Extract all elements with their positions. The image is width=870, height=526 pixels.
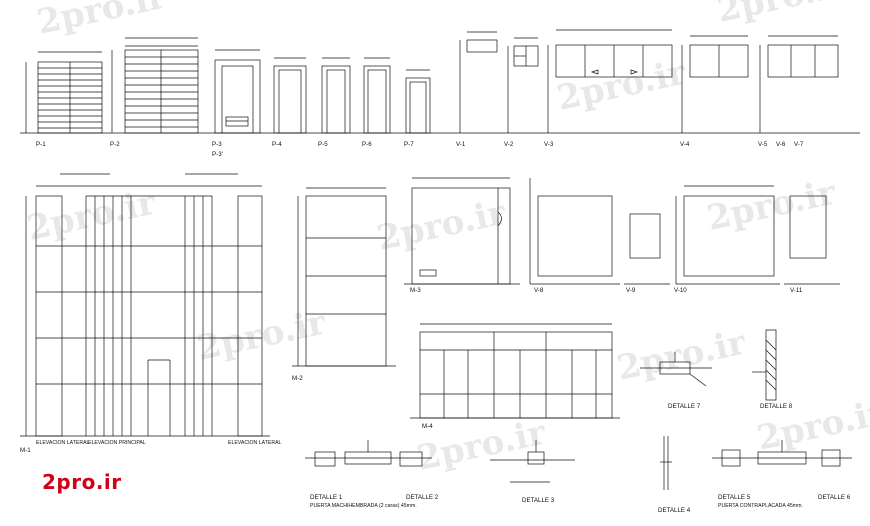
window-v11 — [784, 195, 840, 285]
door-p2 — [111, 37, 199, 134]
window-v1 — [459, 31, 498, 133]
window-v4 — [681, 35, 749, 133]
tag-v11: V-11 — [790, 287, 803, 294]
window-v5-v7 — [759, 35, 839, 133]
tag-v3: V-3 — [544, 141, 554, 148]
window-v2 — [507, 37, 539, 133]
door-p7 — [405, 69, 431, 134]
tag-p6: P-6 — [362, 141, 372, 148]
tag-v1: V-1 — [456, 141, 466, 148]
tag-v5: V-5 — [758, 141, 768, 148]
tag-v7: V-7 — [794, 141, 804, 148]
tag-v2: V-2 — [504, 141, 514, 148]
detail-labels: DETALLE 1 DETALLE 2 DETALLE 3 DETALLE 4 … — [310, 403, 851, 514]
caption-puerta-contraplacada: PUERTA CONTRAPLACADA 45mm. — [718, 503, 803, 509]
tag-v8: V-8 — [534, 287, 544, 294]
door-p1 — [25, 51, 103, 134]
label-detail-4: DETALLE 4 — [658, 507, 691, 514]
tag-m1: M-1 — [20, 447, 31, 454]
top-row-tags: P-1 P-2 P-3 P-3' P-4 P-5 P-6 P-7 V-1 V-2… — [36, 141, 804, 158]
label-elevation-principal: ELEVACION PRINCIPAL — [88, 440, 146, 446]
screen-m4 — [410, 323, 620, 419]
label-detail-1: DETALLE 1 — [310, 494, 343, 501]
window-v8 — [529, 178, 620, 285]
tag-p3: P-3 — [212, 141, 222, 148]
door-p6 — [363, 57, 391, 134]
label-detail-3: DETALLE 3 — [522, 497, 555, 504]
tag-v10: V-10 — [674, 287, 687, 294]
tag-v9: V-9 — [626, 287, 636, 294]
detail-7-drawing — [640, 352, 712, 387]
tag-m2: M-2 — [292, 375, 303, 382]
tag-p7: P-7 — [404, 141, 414, 148]
window-v9 — [624, 213, 670, 285]
tag-m4: M-4 — [422, 423, 433, 430]
door-p5 — [321, 57, 351, 134]
door-p4 — [273, 57, 307, 134]
tag-m3: M-3 — [410, 287, 421, 294]
caption-puerta-machihembrada: PUERTA MACHIHEMBRADA (2 caras) 45mm. — [310, 503, 417, 509]
detail-8-drawing — [752, 329, 777, 401]
label-detail-6: DETALLE 6 — [818, 494, 851, 501]
tag-p1: P-1 — [36, 141, 46, 148]
tag-p5: P-5 — [318, 141, 328, 148]
label-detail-5: DETALLE 5 — [718, 494, 751, 501]
window-v10 — [675, 185, 780, 285]
window-v3 — [547, 29, 673, 133]
label-elevation-lateral-right: ELEVACION LATERAL — [228, 440, 282, 446]
screen-m3 — [404, 177, 520, 285]
tag-p4: P-4 — [272, 141, 282, 148]
label-detail-8: DETALLE 8 — [760, 403, 793, 410]
tag-v6: V-6 — [776, 141, 786, 148]
detail-3-drawing — [490, 440, 575, 483]
detail-1-drawing — [305, 440, 432, 467]
mid-tags: M-3 V-8 V-9 V-10 V-11 M-2 M-4 M-1 — [20, 287, 803, 454]
detail-5-drawing — [712, 440, 852, 467]
elevation-facade — [20, 173, 270, 437]
label-elevation-lateral-left: ELEVACION LATERAL — [36, 440, 90, 446]
detail-4-drawing — [660, 436, 672, 490]
brand-logo: 2pro.ir — [42, 470, 122, 494]
label-detail-2: DETALLE 2 — [406, 494, 439, 501]
label-detail-7: DETALLE 7 — [668, 403, 701, 410]
elevation-labels: ELEVACION LATERAL ELEVACION PRINCIPAL EL… — [36, 440, 282, 446]
tag-v4: V-4 — [680, 141, 690, 148]
tag-p2: P-2 — [110, 141, 120, 148]
tag-p3-prime: P-3' — [212, 151, 223, 158]
screen-m2 — [292, 187, 396, 367]
door-p3 — [214, 49, 261, 134]
